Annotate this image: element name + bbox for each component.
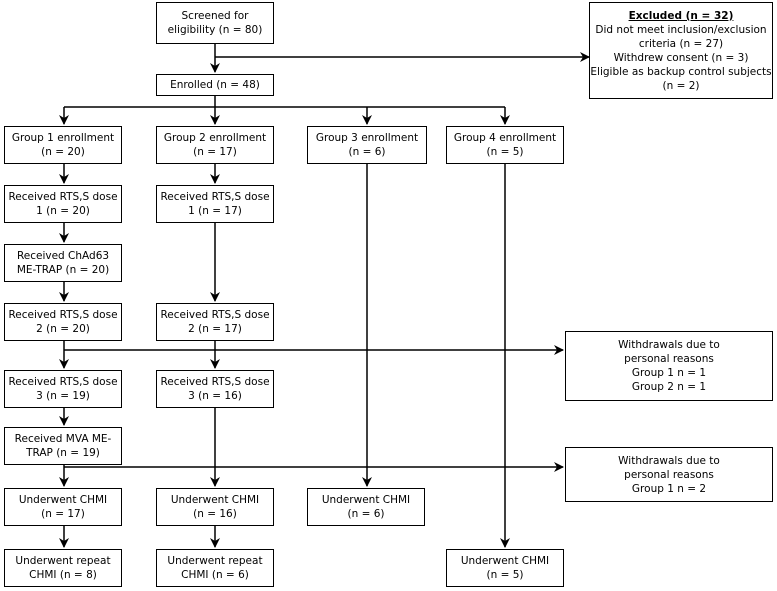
group4-chmi-line-2: (n = 5) xyxy=(486,569,524,581)
enrolled-line-1: Enrolled (n = 48) xyxy=(170,79,260,91)
group2-rtss-dose3-box: Received RTS,S dose 3 (n = 16) xyxy=(156,370,274,408)
group1-rtss-dose2-line-1: Received RTS,S dose xyxy=(8,309,118,321)
withdrawals1-line-4: Group 2 n = 1 xyxy=(631,381,707,393)
group1-mva-line-2: TRAP (n = 19) xyxy=(26,447,100,459)
group1-repeat-chmi-line-1: Underwent repeat xyxy=(15,555,111,567)
withdrawals2-line-1: Withdrawals due to xyxy=(618,454,720,467)
withdrawals1-line-2: personal reasons xyxy=(624,353,714,365)
group2-rtss-dose2-box: Received RTS,S dose 2 (n = 17) xyxy=(156,303,274,341)
group3-enrollment-box: Group 3 enrollment (n = 6) xyxy=(307,126,427,164)
group2-rtss-dose2-line-2: 2 (n = 17) xyxy=(188,323,242,335)
group1-mva-line-1: Received MVA ME- xyxy=(14,433,112,445)
group1-chmi-line-2: (n = 17) xyxy=(41,508,85,520)
enrolled-box: Enrolled (n = 48) xyxy=(156,74,274,96)
group1-chad63-line-2: ME-TRAP (n = 20) xyxy=(16,264,110,276)
group2-rtss-dose3-line-2: 3 (n = 16) xyxy=(188,390,242,402)
group1-chmi-line-1: Underwent CHMI xyxy=(18,494,108,506)
group3-chmi-box: Underwent CHMI (n = 6) xyxy=(307,488,425,526)
group2-enrollment-line-2: (n = 17) xyxy=(193,146,237,158)
withdrawals1-line-3: Group 1 n = 1 xyxy=(631,367,707,379)
group4-enrollment-box: Group 4 enrollment (n = 5) xyxy=(446,126,564,164)
group4-enrollment-line-1: Group 4 enrollment xyxy=(453,132,557,144)
group2-rtss-dose2-line-1: Received RTS,S dose xyxy=(160,309,270,321)
group1-rtss-dose2-box: Received RTS,S dose 2 (n = 20) xyxy=(4,303,122,341)
group2-rtss-dose1-line-2: 1 (n = 17) xyxy=(188,205,242,217)
group1-chad63-line-1: Received ChAd63 xyxy=(16,250,110,262)
group4-enrollment-line-2: (n = 5) xyxy=(486,146,524,158)
group2-repeat-chmi-line-1: Underwent repeat xyxy=(167,555,263,567)
group1-repeat-chmi-box: Underwent repeat CHMI (n = 8) xyxy=(4,549,122,587)
group1-repeat-chmi-line-2: CHMI (n = 8) xyxy=(29,569,97,581)
excluded-box: Excluded (n = 32) Did not meet inclusion… xyxy=(589,2,773,99)
excluded-line-1: Did not meet inclusion/exclusion xyxy=(595,23,767,36)
group3-enrollment-line-1: Group 3 enrollment xyxy=(315,132,419,144)
group1-chmi-box: Underwent CHMI (n = 17) xyxy=(4,488,122,526)
group2-rtss-dose1-line-1: Received RTS,S dose xyxy=(160,191,270,203)
group1-rtss-dose3-line-1: Received RTS,S dose xyxy=(8,376,118,388)
group2-enrollment-box: Group 2 enrollment (n = 17) xyxy=(156,126,274,164)
group2-chmi-line-1: Underwent CHMI xyxy=(170,494,260,506)
group2-rtss-dose1-box: Received RTS,S dose 1 (n = 17) xyxy=(156,185,274,223)
screened-box: Screened for eligibility (n = 80) xyxy=(156,2,274,44)
group1-enrollment-line-1: Group 1 enrollment xyxy=(11,132,115,144)
withdrawals2-line-3: Group 1 n = 2 xyxy=(631,482,707,495)
withdrawals2-box: Withdrawals due to personal reasons Grou… xyxy=(565,447,773,502)
excluded-line-2: criteria (n = 27) xyxy=(638,37,724,50)
group1-rtss-dose3-line-2: 3 (n = 19) xyxy=(36,390,90,402)
group2-enrollment-line-1: Group 2 enrollment xyxy=(163,132,267,144)
group1-rtss-dose1-line-2: 1 (n = 20) xyxy=(36,205,90,217)
group1-rtss-dose1-box: Received RTS,S dose 1 (n = 20) xyxy=(4,185,122,223)
group2-repeat-chmi-line-2: CHMI (n = 6) xyxy=(181,569,249,581)
excluded-line-3: Withdrew consent (n = 3) xyxy=(613,51,749,64)
group4-chmi-line-1: Underwent CHMI xyxy=(460,555,550,567)
group1-rtss-dose1-line-1: Received RTS,S dose xyxy=(8,191,118,203)
group3-chmi-line-2: (n = 6) xyxy=(347,508,385,520)
withdrawals1-box: Withdrawals due to personal reasons Grou… xyxy=(565,331,773,401)
withdrawals2-line-2: personal reasons xyxy=(624,468,714,481)
group2-repeat-chmi-box: Underwent repeat CHMI (n = 6) xyxy=(156,549,274,587)
screened-line-2: eligibility (n = 80) xyxy=(167,24,263,36)
screened-line-1: Screened for xyxy=(181,10,249,22)
group2-chmi-box: Underwent CHMI (n = 16) xyxy=(156,488,274,526)
excluded-line-5: (n = 2) xyxy=(662,79,700,92)
group3-chmi-line-1: Underwent CHMI xyxy=(321,494,411,506)
group2-chmi-line-2: (n = 16) xyxy=(193,508,237,520)
group1-chad63-box: Received ChAd63 ME-TRAP (n = 20) xyxy=(4,244,122,282)
excluded-title: Excluded (n = 32) xyxy=(628,9,734,22)
excluded-line-4: Eligible as backup control subjects xyxy=(590,65,772,78)
group1-mva-box: Received MVA ME- TRAP (n = 19) xyxy=(4,427,122,465)
group3-enrollment-line-2: (n = 6) xyxy=(348,146,386,158)
group1-enrollment-line-2: (n = 20) xyxy=(41,146,85,158)
group1-rtss-dose2-line-2: 2 (n = 20) xyxy=(36,323,90,335)
group2-rtss-dose3-line-1: Received RTS,S dose xyxy=(160,376,270,388)
group4-chmi-box: Underwent CHMI (n = 5) xyxy=(446,549,564,587)
group1-enrollment-box: Group 1 enrollment (n = 20) xyxy=(4,126,122,164)
withdrawals1-line-1: Withdrawals due to xyxy=(618,339,720,351)
group1-rtss-dose3-box: Received RTS,S dose 3 (n = 19) xyxy=(4,370,122,408)
